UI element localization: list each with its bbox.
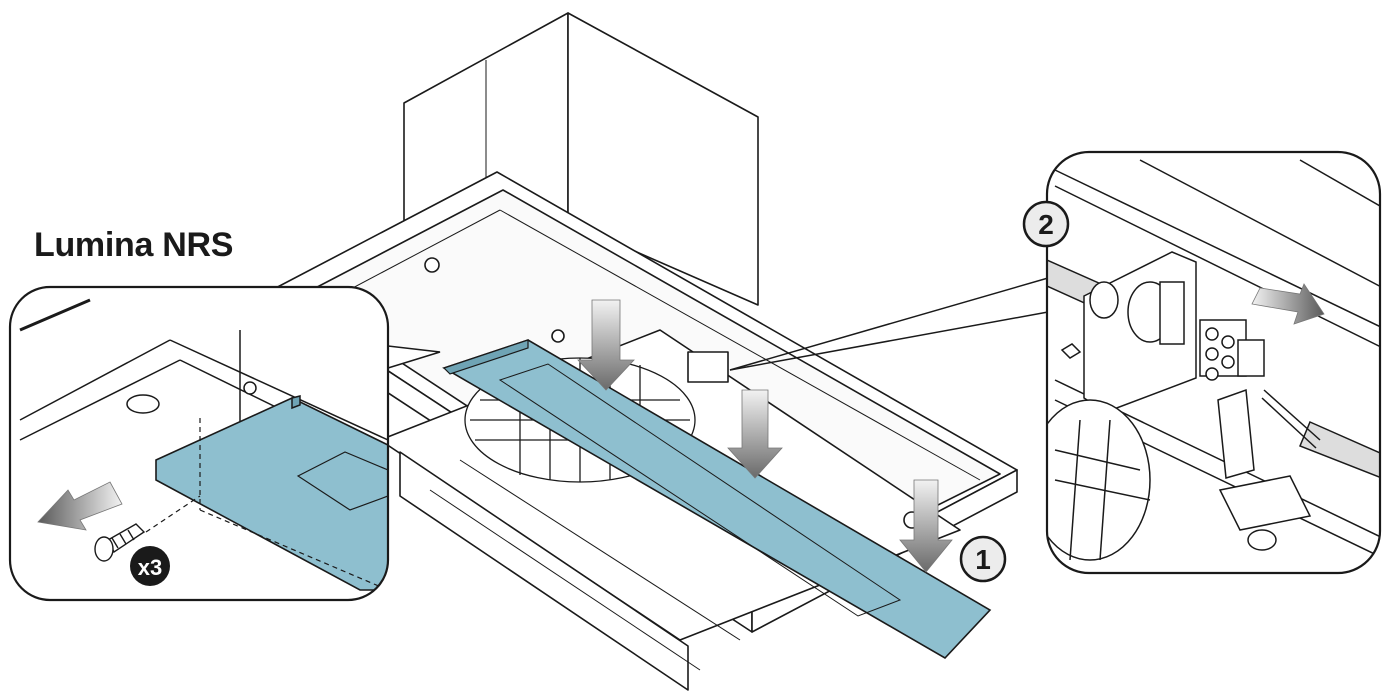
left-detail-inset: x3 xyxy=(8,285,390,602)
screw-quantity-badge: x3 xyxy=(130,546,170,586)
filter-panel xyxy=(442,339,992,660)
pull-arrow-icon xyxy=(37,481,123,531)
product-title: Lumina NRS xyxy=(34,226,234,264)
leader-lines xyxy=(387,277,1049,371)
step-one-badge: 1 xyxy=(959,535,1007,583)
right-detail-inset: 2 xyxy=(1022,150,1382,575)
down-arrow-icon xyxy=(577,299,635,391)
step-one-label: 1 xyxy=(975,544,991,575)
step-two-label: 2 xyxy=(1038,209,1054,240)
step-two-badge: 2 xyxy=(1022,200,1070,248)
down-arrow-icon xyxy=(899,479,953,573)
down-arrow-icon xyxy=(727,389,783,479)
screw-quantity-label: x3 xyxy=(138,555,162,580)
connector-icon xyxy=(1199,319,1265,381)
pull-arrow-icon xyxy=(1251,283,1325,325)
chimney-right-face xyxy=(567,12,759,306)
screw-icon xyxy=(94,523,146,562)
